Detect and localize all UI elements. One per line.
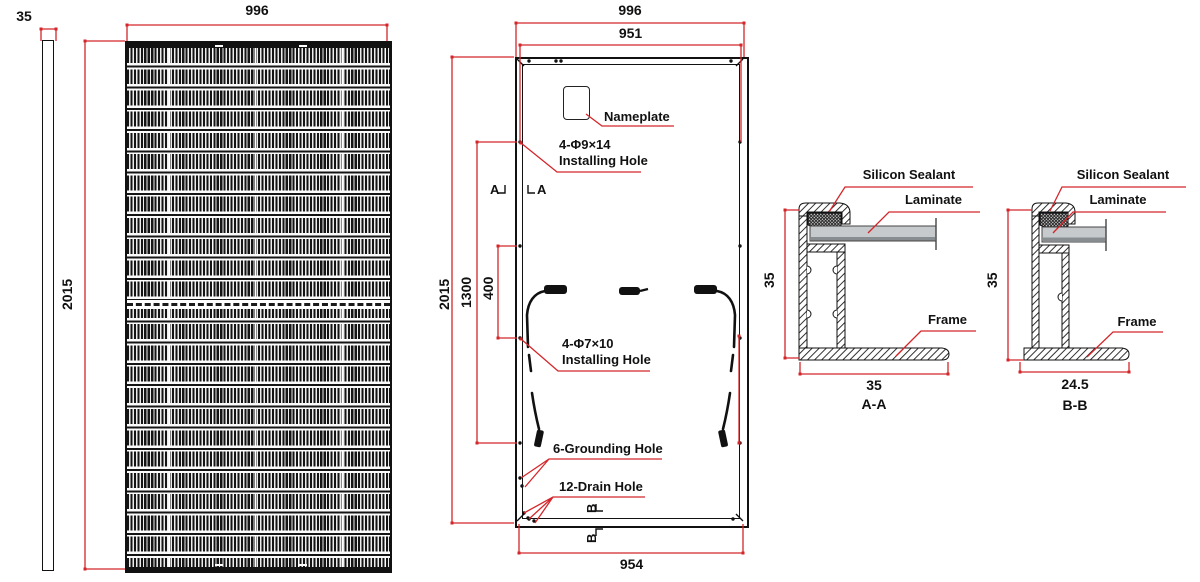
dim-front-height: 2015 (59, 278, 75, 310)
half-cell-split-band (127, 300, 390, 309)
section-mark-b-bottom: B (584, 533, 599, 543)
section-aa-profile (798, 202, 950, 361)
dim-side-thickness: 35 (16, 8, 32, 24)
dim-hole-span-major: 1300 (458, 276, 474, 308)
front-view-panel (125, 41, 392, 573)
bb-height-dim: 35 (984, 272, 1000, 288)
sealant-bb (1039, 212, 1069, 230)
install-hole-minor-label: 4-Φ7×10 Installing Hole (562, 336, 651, 368)
install-hole-major-line1: 4-Φ9×14 (559, 137, 611, 152)
aa-laminate-label: Laminate (904, 192, 963, 207)
dim-front-width: 996 (245, 2, 269, 18)
laminate-bb (1041, 226, 1107, 243)
section-mark-a-left: A (490, 182, 500, 197)
laminate-aa (809, 225, 937, 242)
bb-sealant-label: Silicon Sealant (1076, 167, 1170, 182)
dim-back-height: 2015 (436, 278, 452, 310)
dim-back-width-holes: 951 (618, 25, 643, 41)
dim-back-width-outer: 996 (618, 2, 642, 18)
drain-hole-label: 12-Drain Hole (559, 479, 643, 494)
nameplate-label: Nameplate (604, 109, 670, 124)
install-hole-major-label: 4-Φ9×14 Installing Hole (559, 137, 648, 169)
aa-frame-label: Frame (927, 312, 968, 327)
dim-hole-span-minor: 400 (480, 276, 496, 300)
section-mark-a-right: A (537, 182, 547, 197)
aa-height-dim: 35 (761, 272, 777, 288)
aa-sealant-label: Silicon Sealant (862, 167, 956, 182)
bb-width-dim: 24.5 (1061, 376, 1089, 392)
install-hole-minor-line2: Installing Hole (562, 352, 651, 367)
sealant-aa (807, 212, 842, 230)
bb-laminate-label: Laminate (1089, 192, 1147, 207)
frame-notch (215, 563, 223, 567)
side-view-profile (42, 40, 54, 571)
grounding-hole-label: 6-Grounding Hole (553, 441, 663, 456)
nameplate-box (563, 86, 590, 120)
install-hole-minor-line1: 4-Φ7×10 (562, 336, 614, 351)
frame-notch (215, 44, 223, 48)
frame-notch (299, 44, 307, 48)
aa-title: A-A (861, 396, 887, 412)
aa-width-dim: 35 (866, 377, 882, 393)
front-frame-bottom-band (127, 567, 390, 571)
section-bb-profile (1023, 202, 1130, 361)
solar-cell-grid (127, 48, 390, 567)
frame-notch (299, 563, 307, 567)
install-hole-major-line2: Installing Hole (559, 153, 648, 168)
bb-title: B-B (1062, 397, 1088, 413)
dim-back-width-bottom: 954 (619, 556, 644, 572)
bb-frame-label: Frame (1117, 314, 1157, 329)
section-mark-b-top: B (584, 503, 599, 513)
